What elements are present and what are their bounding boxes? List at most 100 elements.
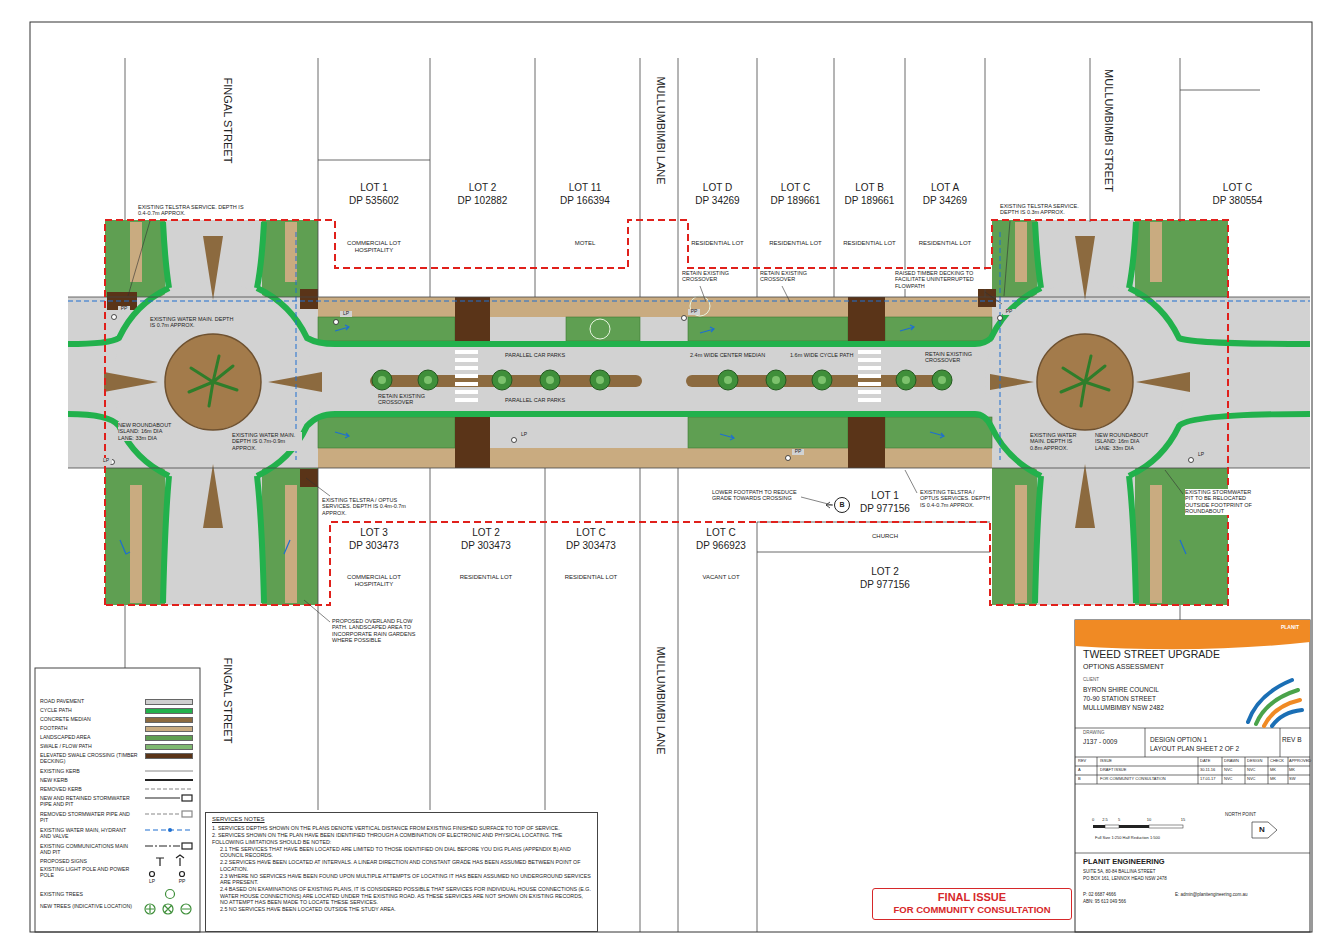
annotation: EXISTING WATER MAIN. DEPTH IS 0.7m APPRO… (150, 316, 235, 329)
title-text: MULLUMBIMBY NSW 2482 (1083, 704, 1223, 712)
land-use-label: COMMERCIAL LOT HOSPITALITY (338, 574, 410, 588)
annotation: EXISTING TELSTRA SERVICE. DEPTH IS 0.3m … (1000, 203, 1085, 216)
title-text: OPTIONS ASSESSMENT (1083, 663, 1283, 671)
title-text: 10 (1143, 818, 1155, 823)
legend-text: NEW KERB (40, 777, 138, 783)
lot-label: LOT C (757, 182, 834, 194)
pole-tag: LP (146, 879, 158, 885)
notes-box: SERVICES NOTES1. SERVICES DEPTHS SHOWN O… (205, 812, 598, 932)
lot-parcel: LOT CDP 380554 (1190, 182, 1285, 209)
legend-text: EXISTING TREES (40, 891, 138, 897)
title-text: 0 (1087, 818, 1099, 823)
legend-swatch (145, 735, 193, 741)
title-text: BYRON SHIRE COUNCIL (1083, 686, 1223, 694)
lot-label: LOT D (678, 182, 757, 194)
lot-label: DP 966923 (685, 540, 757, 552)
legend-text: CYCLE PATH (40, 707, 138, 713)
legend-text: FOOTPATH (40, 725, 138, 731)
title-text: DESIGN OPTION 1 (1150, 736, 1275, 744)
legend-swatch (145, 753, 193, 759)
title-text: PLANIT ENGINEERING (1083, 858, 1233, 867)
title-text: MK (1289, 768, 1310, 773)
lot-parcel: LOT 1DP 535602COMMERCIAL LOT HOSPITALITY (318, 182, 430, 257)
title-text: LAYOUT PLAN SHEET 2 OF 2 (1150, 745, 1275, 753)
street-name: MULLUMBIMBI STREET (1102, 69, 1115, 192)
lot-parcel: LOT BDP 189661RESIDENTIAL LOT (834, 182, 905, 250)
lot-label: LOT 2 (835, 566, 935, 578)
title-text: DRAWING (1083, 730, 1143, 735)
legend-text: EXISTING COMMUNICATIONS MAIN AND PIT (40, 843, 138, 855)
lot-parcel: LOT 2DP 977156 (835, 566, 935, 593)
title-text: B (1078, 777, 1096, 782)
legend-swatch (145, 708, 193, 714)
lot-parcel: LOT 3DP 303473COMMERCIAL LOT HOSPITALITY (318, 527, 430, 591)
lot-label: LOT C (542, 527, 640, 539)
lot-label: DP 380554 (1190, 195, 1285, 207)
issue-stamp: FINAL ISSUEFOR COMMUNITY CONSULTATION (872, 888, 1072, 920)
land-use-label: MOTEL (549, 240, 621, 247)
legend-swatch (145, 717, 193, 723)
note-text: 2.3 WHERE NO SERVICES HAVE BEEN FOUND UP… (220, 873, 591, 886)
title-text: NVC (1247, 777, 1269, 782)
title-text: REV (1078, 759, 1096, 764)
title-text: REV B (1282, 736, 1308, 744)
lot-parcel: LOT 11DP 166394MOTEL (535, 182, 635, 250)
land-use-label: VACANT LOT (685, 574, 757, 581)
note-text: 2.1 THE SERVICES THAT HAVE BEEN LOCATED … (220, 846, 591, 859)
note-text: 2. SERVICES SHOWN ON THE PLAN HAVE BEEN … (212, 832, 591, 845)
lot-parcel: LOT ADP 34269RESIDENTIAL LOT (905, 182, 985, 250)
lot-label: LOT 1 (318, 182, 430, 194)
legend-text: CONCRETE MEDIAN (40, 716, 138, 722)
lot-label: LOT A (905, 182, 985, 194)
title-text: 30.11.16 (1200, 768, 1222, 773)
title-text: DRAFT ISSUE (1100, 768, 1195, 773)
pole-tag: LP (100, 458, 112, 464)
annotation: EXISTING STORMWATER PIT TO BE RELOCATED … (1185, 489, 1260, 515)
title-text: CHECK (1270, 759, 1289, 764)
title-text: DESIGN (1247, 759, 1269, 764)
lot-label: LOT 2 (430, 182, 535, 194)
note-text: 2.2 SERVICES HAVE BEEN LOCATED AT INTERV… (220, 859, 591, 872)
title-text: 15 (1177, 818, 1189, 823)
lot-label: DP 34269 (678, 195, 757, 207)
annotation: LOWER FOOTPATH TO REDUCE GRADE TOWARDS C… (712, 489, 800, 502)
legend-text: NEW TREES (INDICATIVE LOCATION) (40, 903, 138, 909)
land-use-label: RESIDENTIAL LOT (909, 240, 981, 247)
lot-label: DP 303473 (318, 540, 430, 552)
annotation: NEW ROUNDABOUT ISLAND: 16m DIA LANE: 33m… (118, 422, 173, 441)
title-text: 17.01.17 (1200, 777, 1222, 782)
title-text: NVC (1224, 768, 1246, 773)
title-text: CLIENT (1083, 677, 1143, 682)
title-text: A (1078, 768, 1096, 773)
annotation: 2.4m WIDE CENTER MEDIAN (690, 352, 770, 358)
annotation: PARALLEL CAR PARKS (505, 397, 575, 403)
lot-parcel: LOT 2DP 303473RESIDENTIAL LOT (430, 527, 542, 584)
note-text: 1. SERVICES DEPTHS SHOWN ON THE PLANS DE… (212, 825, 591, 831)
pole-tag: LP (1195, 452, 1207, 458)
lot-parcel: LOT 2DP 102882 (430, 182, 535, 209)
lot-label: DP 535602 (318, 195, 430, 207)
lot-parcel: LOT DDP 34269RESIDENTIAL LOT (678, 182, 757, 250)
title-text: SW (1289, 777, 1310, 782)
land-use-label: RESIDENTIAL LOT (682, 240, 754, 247)
pole-tag: PP (118, 306, 130, 312)
land-use-label: RESIDENTIAL LOT (450, 574, 522, 581)
section-marker: B (837, 501, 847, 509)
legend-swatch (145, 726, 193, 732)
legend-text: REMOVED STORMWATER PIPE AND PIT (40, 811, 138, 823)
title-text: PLANIT (1275, 625, 1305, 631)
land-use-label: CHURCH (835, 533, 935, 540)
title-block: PLANITTWEED STREET UPGRADEOPTIONS ASSESS… (1075, 620, 1310, 932)
title-text: ISSUE (1100, 759, 1195, 764)
legend-text: EXISTING KERB (40, 768, 138, 774)
land-use-label: RESIDENTIAL LOT (760, 240, 832, 247)
legend-text: REMOVED KERB (40, 786, 138, 792)
title-text: 70-90 STATION STREET (1083, 695, 1223, 703)
lot-label: DP 189661 (834, 195, 905, 207)
annotation: EXISTING WATER MAIN. DEPTH IS 0.7m-0.9m … (232, 432, 302, 451)
street-name: FINGAL STREET (222, 77, 235, 163)
annotation: EXISTING TELSTRA SERVICE. DEPTH IS 0.4-0… (138, 204, 248, 217)
title-text: FOR COMMUNITY CONSULTATION (1100, 777, 1195, 782)
legend-text: ELEVATED SWALE CROSSING (TIMBER DECKING) (40, 752, 138, 764)
title-text: 2.5 (1099, 818, 1111, 823)
